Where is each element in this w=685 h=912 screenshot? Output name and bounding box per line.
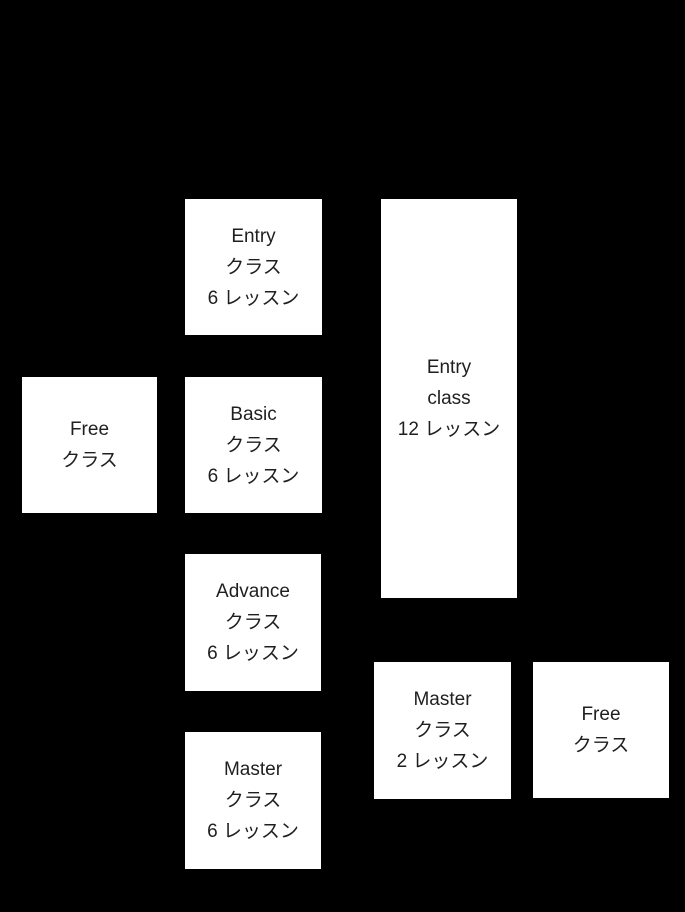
class-box-entry-12-lessons: Entry class 12 レッスン bbox=[381, 199, 517, 598]
class-box-subtitle: クラス bbox=[225, 434, 282, 456]
class-box-subtitle: クラス bbox=[414, 720, 471, 741]
class-box-lesson-count: 6 レッスン bbox=[207, 465, 300, 487]
class-box-title: Entry bbox=[231, 225, 276, 247]
class-box-basic-6-lessons: Basic クラス 6 レッスン bbox=[185, 377, 322, 513]
class-box-advance-6-lessons: Advance クラス 6 レッスン bbox=[185, 554, 321, 691]
class-box-subtitle: クラス bbox=[225, 256, 282, 278]
class-box-lesson-count: 6 レッスン bbox=[207, 643, 299, 664]
class-box-master-6-lessons: Master クラス 6 レッスン bbox=[185, 732, 321, 869]
class-box-title: Basic bbox=[230, 403, 277, 425]
class-box-master-2-lessons: Master クラス 2 レッスン bbox=[374, 662, 511, 799]
class-box-title: Free bbox=[581, 704, 621, 725]
class-box-title: Advance bbox=[216, 581, 290, 602]
class-box-lesson-count: 2 レッスン bbox=[396, 751, 489, 772]
class-box-subtitle: class bbox=[427, 388, 471, 409]
class-box-lesson-count: 6 レッスン bbox=[207, 287, 300, 309]
class-box-title: Master bbox=[223, 759, 283, 780]
class-box-lesson-count: 6 レッスン bbox=[207, 821, 299, 842]
class-box-subtitle: クラス bbox=[61, 450, 118, 471]
class-box-entry-6-lessons: Entry クラス 6 レッスン bbox=[185, 199, 322, 335]
class-box-title: Master bbox=[413, 689, 472, 710]
class-box-subtitle: クラス bbox=[224, 790, 282, 811]
class-box-subtitle: クラス bbox=[572, 735, 630, 756]
class-box-free-right: Free クラス bbox=[533, 662, 669, 798]
class-box-free-left: Free クラス bbox=[22, 377, 157, 513]
class-box-lesson-count: 12 レッスン bbox=[397, 419, 501, 440]
class-box-title: Entry bbox=[426, 357, 472, 378]
class-box-title: Free bbox=[69, 419, 110, 440]
class-box-subtitle: クラス bbox=[224, 612, 282, 633]
